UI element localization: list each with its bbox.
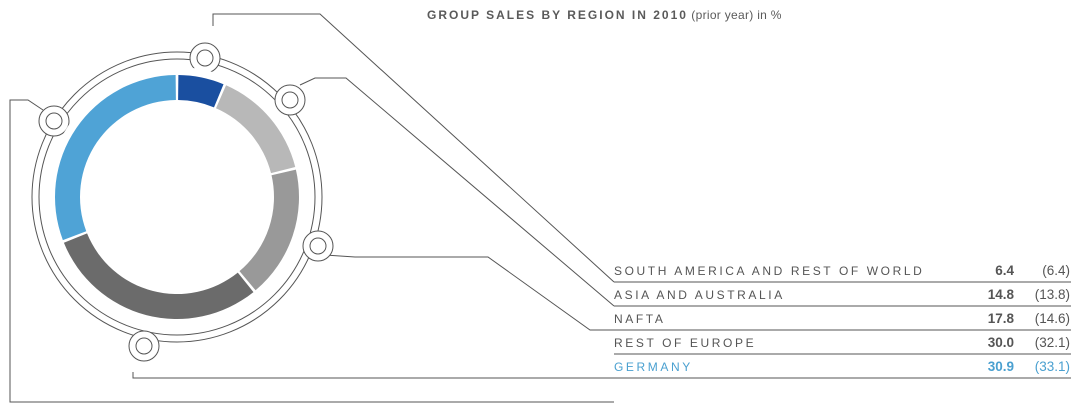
donut-slice-2 (216, 85, 296, 174)
connector-line-3 (324, 254, 614, 331)
knob-inner-4 (135, 337, 153, 355)
donut-slices (55, 75, 299, 319)
legend-value: 30.0 (987, 335, 1014, 350)
legend-label: GERMANY (614, 360, 693, 374)
legend-row: NAFTA 17.8 (14.6) (614, 306, 1071, 330)
legend-label: ASIA AND AUSTRALIA (614, 288, 785, 302)
knob-inner-5 (45, 112, 63, 130)
legend-row: REST OF EUROPE 30.0 (32.1) (614, 330, 1071, 354)
ring-frame (31, 42, 334, 362)
donut-slice-4 (63, 233, 254, 319)
connector-line-2 (299, 77, 615, 307)
donut-slice-3 (239, 169, 299, 291)
legend-value: 6.4 (995, 263, 1014, 278)
legend-prior-value: (6.4) (1042, 263, 1070, 278)
ring-inner (38, 58, 316, 336)
legend-label: SOUTH AMERICA AND REST OF WORLD (614, 264, 925, 278)
connector-line-5 (9, 99, 614, 403)
donut-slice-1 (178, 75, 224, 108)
chart-title: GROUP SALES BY REGION IN 2010 (prior yea… (427, 8, 782, 22)
legend-label: NAFTA (614, 312, 666, 326)
legend-prior-value: (14.6) (1034, 311, 1070, 326)
knob-inner-2 (281, 91, 299, 109)
connector-line-1 (212, 13, 615, 283)
legend-value: 30.9 (987, 359, 1014, 374)
legend-prior-value: (33.1) (1034, 359, 1070, 374)
connector-lines (9, 13, 1071, 403)
legend-label: REST OF EUROPE (614, 336, 757, 350)
knob-inner-1 (196, 49, 214, 67)
legend-prior-value: (13.8) (1034, 287, 1070, 302)
knob-inner-3 (309, 237, 327, 255)
legend-prior-value: (32.1) (1034, 335, 1070, 350)
legend-value: 17.8 (987, 311, 1014, 326)
legend-row: SOUTH AMERICA AND REST OF WORLD 6.4 (6.4) (614, 258, 1071, 282)
chart-title-suffix: (prior year) in % (691, 8, 782, 22)
legend-value: 14.8 (987, 287, 1014, 302)
donut-slice-5 (55, 75, 176, 241)
ring-outer (31, 51, 323, 343)
legend-row: GERMANY 30.9 (33.1) (614, 354, 1071, 378)
chart-title-bold: GROUP SALES BY REGION IN 2010 (427, 8, 688, 22)
legend-row: ASIA AND AUSTRALIA 14.8 (13.8) (614, 282, 1071, 306)
ring-fill (47, 67, 307, 327)
connector-line-4 (132, 372, 614, 379)
